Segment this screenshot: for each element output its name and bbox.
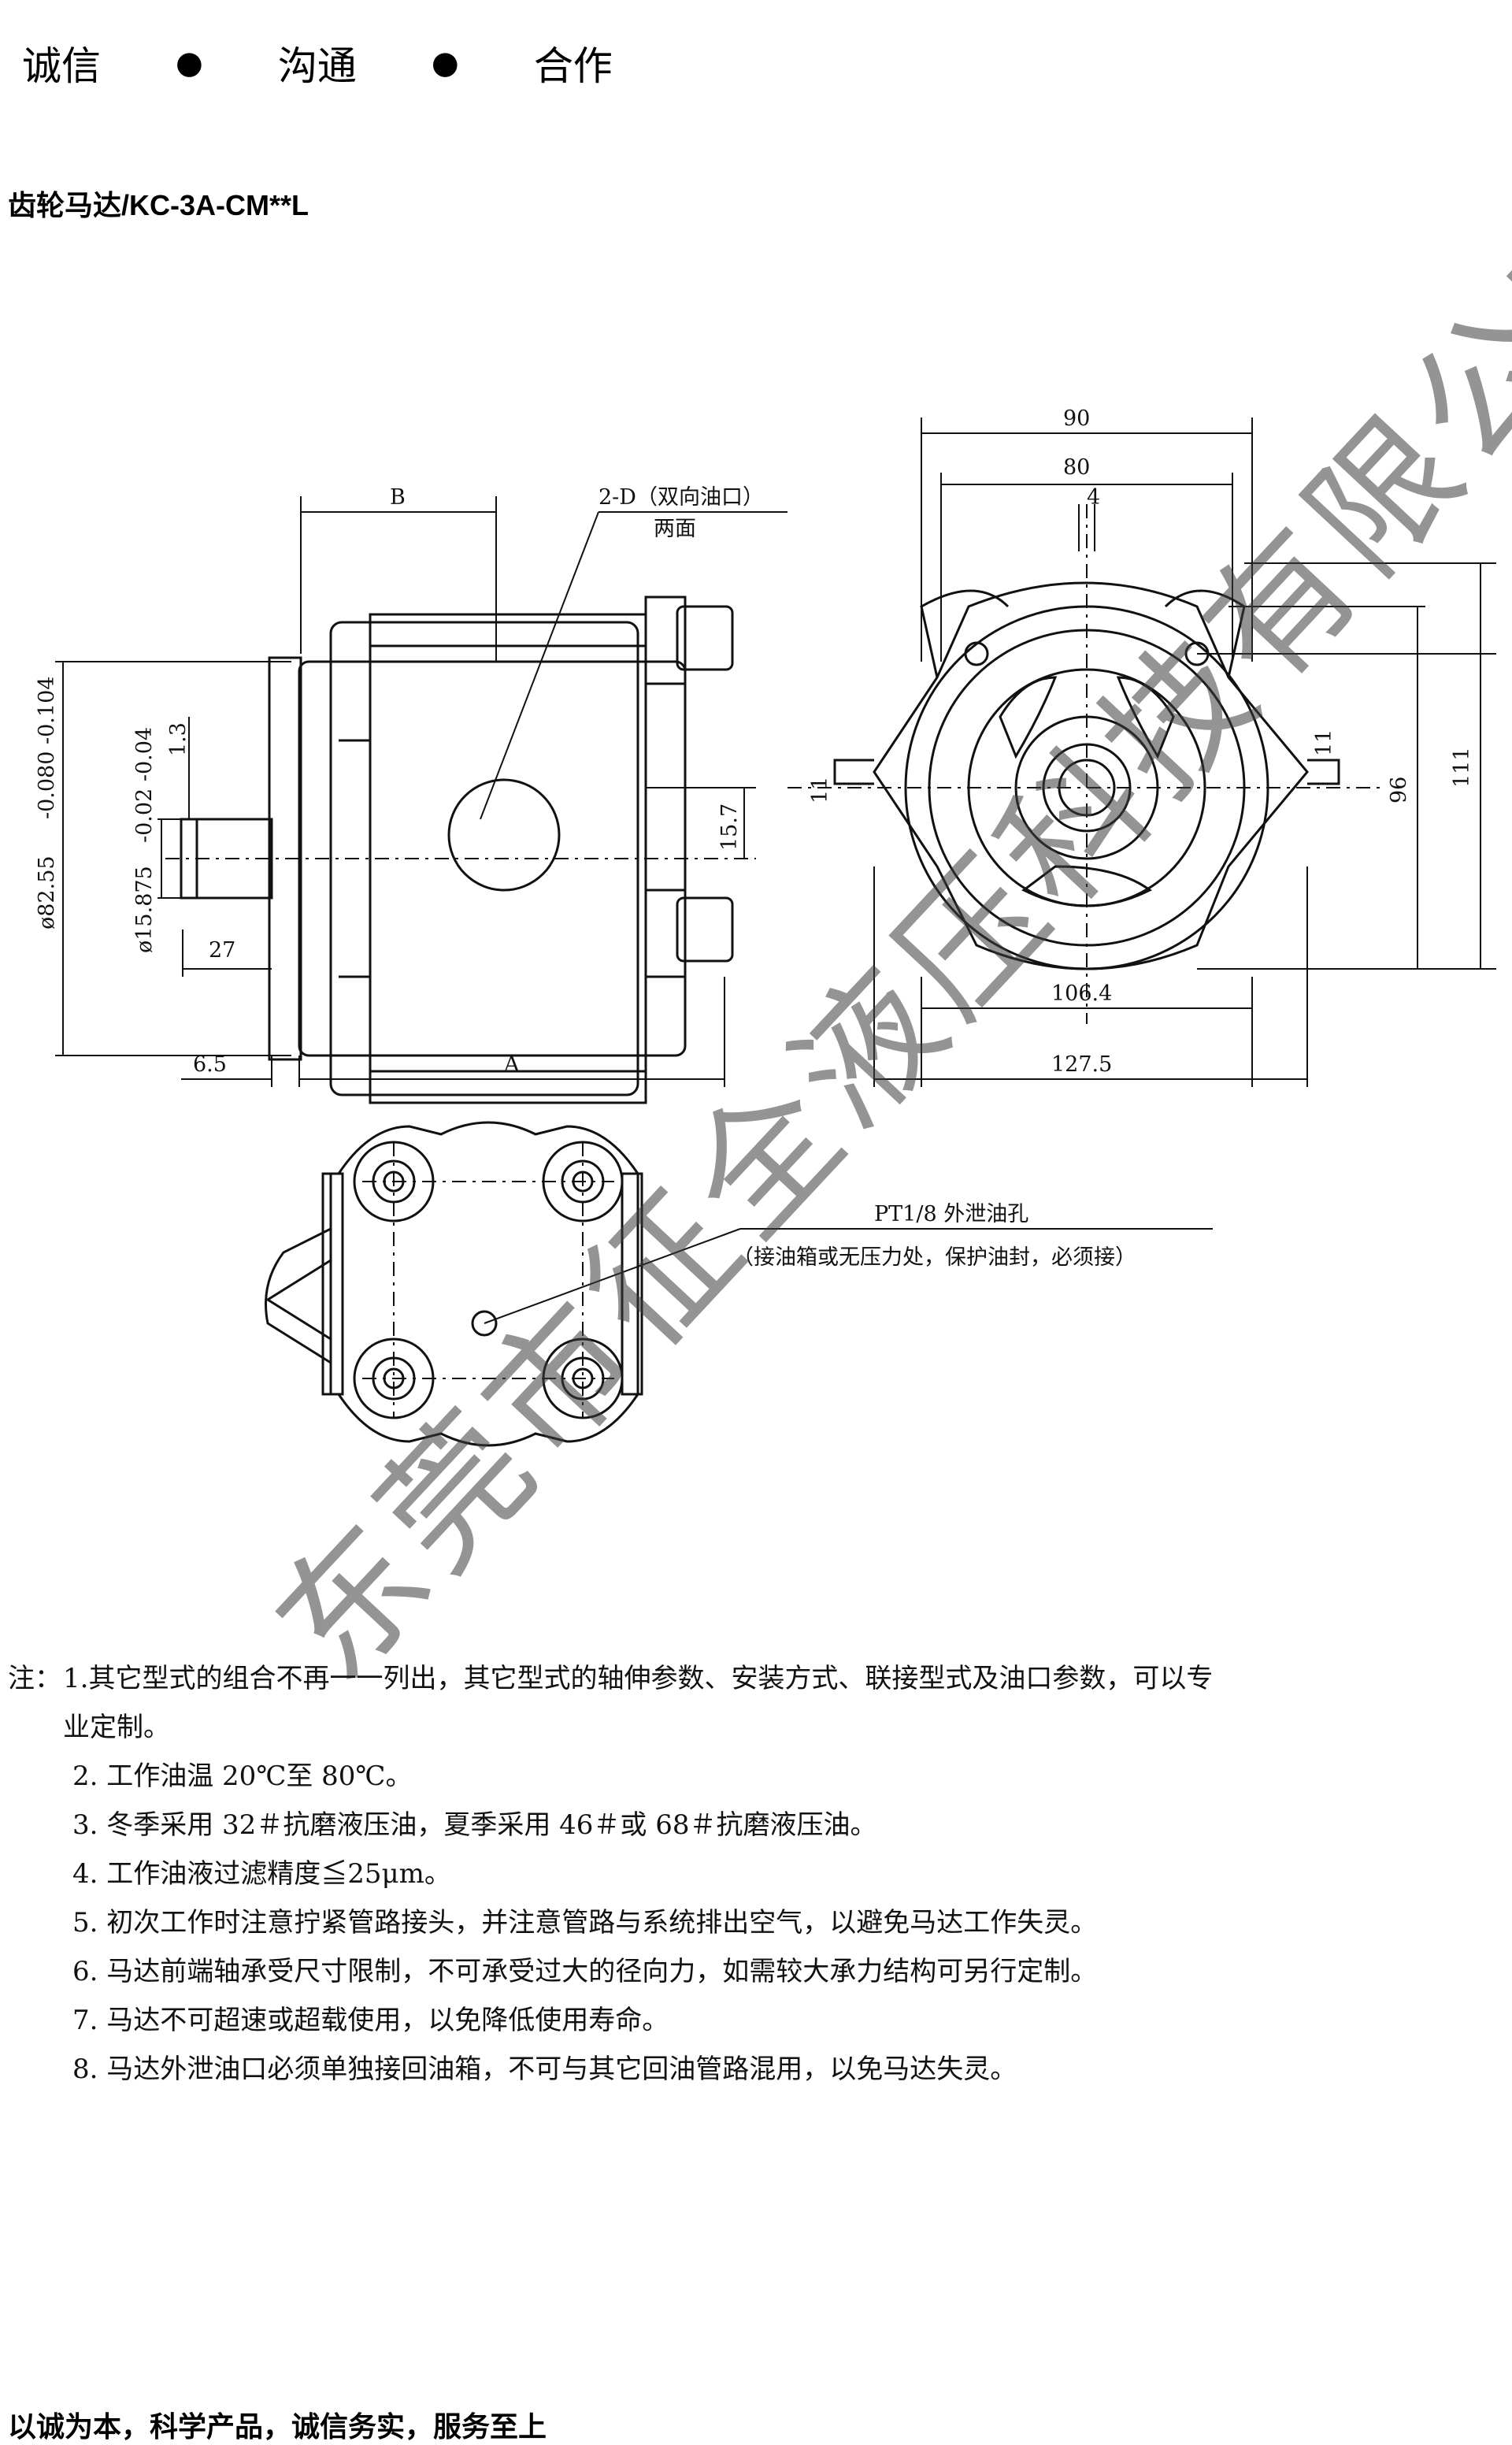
rear-view xyxy=(265,1121,1213,1447)
note-item-1-continued: 业定制。 xyxy=(63,1712,170,1743)
note-item-5: 5. 初次工作时注意拧紧管路接头，并注意管路与系统排出空气，以避免马达工作失灵。 xyxy=(72,1907,1098,1939)
label-pt18-note: （接油箱或无压力处，保护油封，必须接） xyxy=(732,1245,1136,1270)
slogan-banner: 诚信 ● 沟通 ● 合作 xyxy=(22,32,687,95)
label-a: A xyxy=(503,1052,520,1077)
label-96: 96 xyxy=(1387,777,1411,803)
label-11-right: 11 xyxy=(1312,729,1336,756)
front-view xyxy=(788,417,1496,1087)
footer-clipped-text: 以诚为本，科学产品，诚信务实，服务至上 xyxy=(8,2410,547,2443)
label-27: 27 xyxy=(209,938,235,963)
slogan-word-1: 诚信 xyxy=(22,43,101,89)
label-1064: 106.4 xyxy=(1051,981,1112,1006)
note-item-4: 4. 工作油液过滤精度≦25μm。 xyxy=(72,1858,451,1890)
label-65: 6.5 xyxy=(193,1052,227,1077)
label-80: 80 xyxy=(1063,455,1090,480)
label-d82-tol: -0.080 -0.104 xyxy=(35,677,59,819)
label-b: B xyxy=(390,485,406,510)
note-text: 1.其它型式的组合不再一一列出，其它型式的轴伸参数、安装方式、联接型式及油口参数… xyxy=(63,1663,1214,1694)
label-90: 90 xyxy=(1063,406,1090,431)
slogan-separator-2: ● xyxy=(431,45,459,81)
note-item-3: 3. 冬季采用 32＃抗磨液压油，夏季采用 46＃或 68＃抗磨液压油。 xyxy=(72,1809,877,1841)
product-title: 齿轮马达/KC-3A-CM**L xyxy=(8,189,309,221)
notes-prefix: 注： xyxy=(8,1663,61,1694)
note-item-1: 注： 1.其它型式的组合不再一一列出，其它型式的轴伸参数、安装方式、联接型式及油… xyxy=(8,1654,1488,1703)
slogan-word-3: 合作 xyxy=(533,43,613,89)
label-d15: ø15.875 xyxy=(132,866,157,953)
drawing-labels: B 2-D（双向油口） 两面 ø82.55 -0.080 -0.104 ø15.… xyxy=(35,406,1474,1270)
label-11-left: 11 xyxy=(808,777,832,803)
label-both-sides: 两面 xyxy=(654,517,696,541)
label-pt18: PT1/8 外泄油孔 xyxy=(874,1202,1028,1226)
notes-section: 注： 1.其它型式的组合不再一一列出，其它型式的轴伸参数、安装方式、联接型式及油… xyxy=(8,1654,1488,2094)
slogan-word-2: 沟通 xyxy=(277,43,357,89)
note-item-8: 8. 马达外泄油口必须单独接回油箱，不可与其它回油管路混用，以免马达失灵。 xyxy=(72,2054,1017,2085)
label-111: 111 xyxy=(1450,747,1474,788)
slogan-separator-1: ● xyxy=(176,45,203,81)
label-4: 4 xyxy=(1087,485,1100,510)
technical-drawing: B 2-D（双向油口） 两面 ø82.55 -0.080 -0.104 ø15.… xyxy=(35,406,1496,1447)
label-d15-tol: -0.02 -0.04 xyxy=(132,727,157,843)
note-item-2: 2. 工作油温 20℃至 80℃。 xyxy=(72,1760,413,1792)
label-13: 1.3 xyxy=(166,722,191,756)
label-port-2d: 2-D（双向油口） xyxy=(598,485,764,510)
label-d82: ø82.55 xyxy=(35,855,59,929)
note-item-7: 7. 马达不可超速或超载使用，以免降低使用寿命。 xyxy=(72,2005,669,2036)
label-157: 15.7 xyxy=(717,803,742,851)
label-1275: 127.5 xyxy=(1051,1052,1112,1077)
note-item-6: 6. 马达前端轴承受尺寸限制，不可承受过大的径向力，如需较大承力结构可另行定制。 xyxy=(72,1956,1098,1987)
side-view xyxy=(55,496,788,1104)
